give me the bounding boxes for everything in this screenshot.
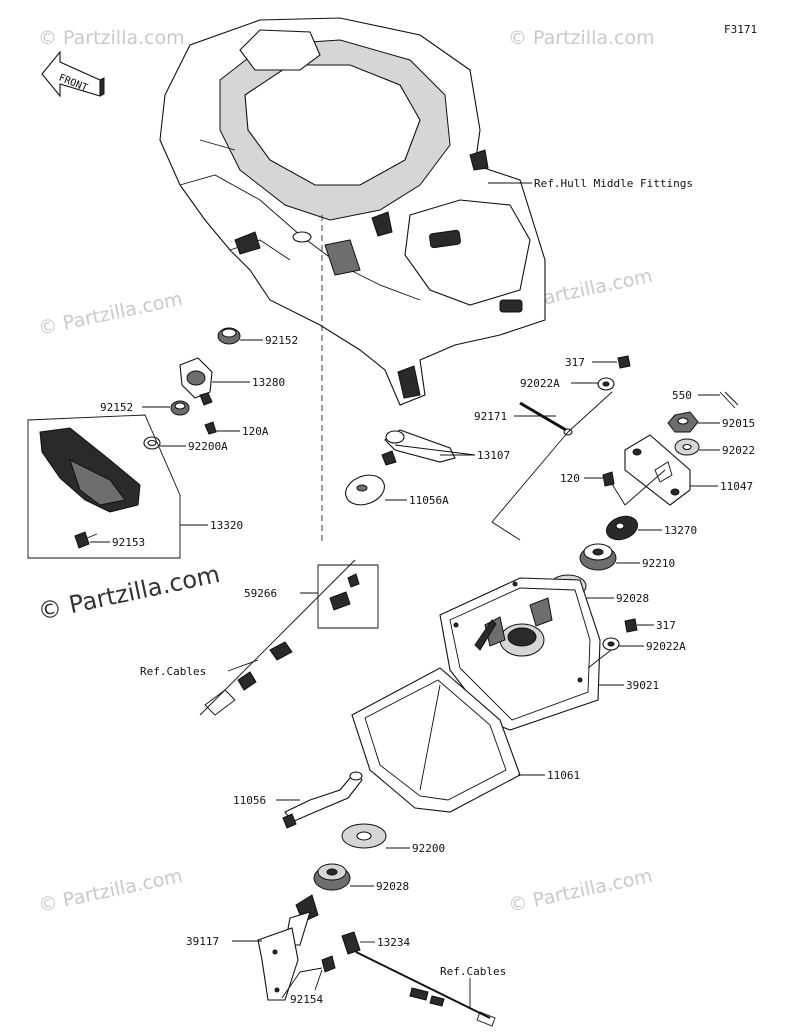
part-13280-fitting bbox=[179, 357, 213, 406]
label-120A: 120A bbox=[242, 425, 269, 438]
part-92152-grommet bbox=[217, 327, 241, 345]
part-92015-nut bbox=[667, 411, 699, 433]
part-92171-rod bbox=[519, 401, 573, 436]
label-13107: 13107 bbox=[477, 449, 510, 462]
label-92200A: 92200A bbox=[188, 440, 228, 453]
label-ref-cables-2: Ref.Cables bbox=[440, 965, 506, 978]
label-92200: 92200 bbox=[412, 842, 445, 855]
part-120-bolt bbox=[602, 471, 615, 487]
label-317: 317 bbox=[565, 356, 585, 369]
part-11047-bracket bbox=[624, 434, 691, 506]
part-550-cotter-pin bbox=[719, 391, 739, 409]
label-39021: 39021 bbox=[626, 679, 659, 692]
ref-cable-1 bbox=[199, 559, 356, 716]
watermark: © Partzilla.com bbox=[508, 27, 655, 49]
part-11056A-plate bbox=[345, 474, 385, 506]
label-59266: 59266 bbox=[244, 587, 277, 600]
label-ref-cables: Ref.Cables bbox=[140, 665, 206, 678]
part-92154-bolt bbox=[321, 955, 336, 973]
label-11056A: 11056A bbox=[409, 494, 449, 507]
label-92171: 92171 bbox=[474, 410, 507, 423]
part-13320-cover bbox=[39, 427, 141, 513]
watermark: © Partzilla.com bbox=[506, 865, 654, 917]
label-120: 120 bbox=[560, 472, 580, 485]
label-39117: 39117 bbox=[186, 935, 219, 948]
part-39021-housing bbox=[439, 577, 601, 731]
front-arrow-icon: FRONT bbox=[41, 50, 105, 98]
label-11061: 11061 bbox=[547, 769, 580, 782]
part-92022-washer bbox=[674, 438, 700, 456]
part-13234-joint bbox=[341, 931, 361, 955]
label-92022A-2: 92022A bbox=[646, 640, 686, 653]
part-92022A-washer bbox=[597, 377, 615, 391]
label-92015: 92015 bbox=[722, 417, 755, 430]
part-92028-bushing bbox=[313, 863, 351, 891]
part-92022A-washer-2 bbox=[602, 637, 620, 651]
part-59266-cable-joint bbox=[329, 573, 360, 611]
label-92152: 92152 bbox=[265, 334, 298, 347]
label-92022: 92022 bbox=[722, 444, 755, 457]
label-13320: 13320 bbox=[210, 519, 243, 532]
label-13270: 13270 bbox=[664, 524, 697, 537]
part-92200-washer bbox=[341, 823, 387, 849]
part-13270-plate bbox=[606, 515, 638, 541]
ref-hull-middle-fittings-label: Ref.Hull Middle Fittings bbox=[534, 177, 693, 190]
label-550: 550 bbox=[672, 389, 692, 402]
label-92154: 92154 bbox=[290, 993, 323, 1006]
label-92153: 92153 bbox=[112, 536, 145, 549]
part-11056-lever bbox=[282, 771, 363, 829]
part-92210-collar bbox=[579, 543, 617, 571]
label-92210: 92210 bbox=[642, 557, 675, 570]
watermark: © Partzilla.com bbox=[36, 288, 184, 340]
part-11061-gasket bbox=[351, 667, 521, 813]
label-92028-2: 92028 bbox=[376, 880, 409, 893]
part-120A-bolt bbox=[204, 421, 217, 435]
label-13280: 13280 bbox=[252, 376, 285, 389]
watermark: © Partzilla.com bbox=[36, 865, 184, 917]
part-92152-grommet-2 bbox=[170, 400, 190, 416]
label-13234: 13234 bbox=[377, 936, 410, 949]
diagram-code: F3171 bbox=[724, 23, 757, 36]
watermark-main: © Partzilla.com bbox=[35, 560, 222, 626]
part-92153-screw bbox=[74, 531, 98, 549]
label-11056: 11056 bbox=[233, 794, 266, 807]
label-92152-2: 92152 bbox=[100, 401, 133, 414]
label-92022A: 92022A bbox=[520, 377, 560, 390]
label-317-2: 317 bbox=[656, 619, 676, 632]
hull-illustration bbox=[159, 17, 546, 406]
ref-cable-2 bbox=[355, 951, 496, 1027]
part-317-nut bbox=[617, 355, 631, 369]
part-317-nut-2 bbox=[624, 618, 638, 633]
label-11047: 11047 bbox=[720, 480, 753, 493]
watermark: © Partzilla.com bbox=[38, 27, 185, 49]
part-39117-shaft bbox=[257, 894, 319, 1001]
label-92028: 92028 bbox=[616, 592, 649, 605]
part-13107-bracket bbox=[381, 429, 456, 466]
